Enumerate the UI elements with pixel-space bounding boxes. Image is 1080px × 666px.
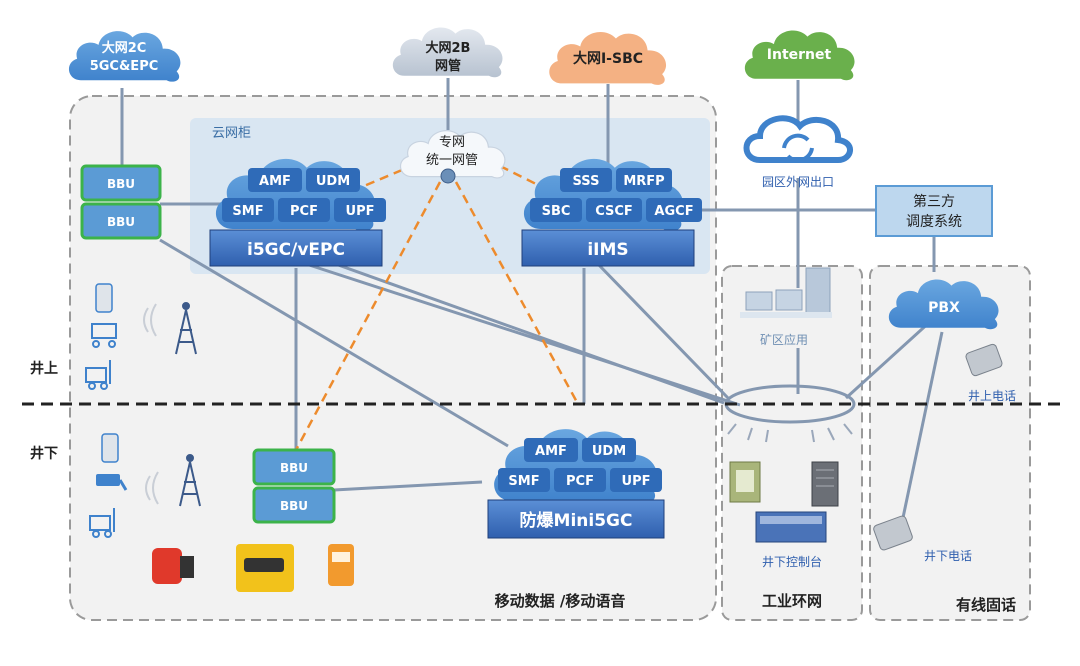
svg-text:PCF: PCF bbox=[290, 204, 318, 219]
svg-text:BBU: BBU bbox=[280, 461, 308, 475]
svg-text:大网2B: 大网2B bbox=[426, 40, 471, 56]
cloud-unified-nms: 专网 统一网管 bbox=[399, 130, 506, 184]
signal-wave-icon-below bbox=[145, 471, 159, 505]
mobile-zone-label: 移动数据 /移动语音 bbox=[495, 592, 626, 610]
forklift-icon bbox=[85, 360, 111, 390]
svg-text:SMF: SMF bbox=[508, 474, 539, 489]
router-icon bbox=[440, 168, 456, 184]
svg-text:UPF: UPF bbox=[622, 474, 651, 489]
svg-text:第三方: 第三方 bbox=[913, 193, 955, 210]
cloud-internet: Internet bbox=[744, 30, 855, 81]
svg-text:调度系统: 调度系统 bbox=[906, 214, 962, 230]
mine-app-server-icon: 矿区应用 bbox=[740, 267, 832, 347]
wired-zone-label: 有线固话 bbox=[956, 596, 1016, 614]
svg-text:矿区应用: 矿区应用 bbox=[760, 332, 808, 347]
svg-text:i5GC/vEPC: i5GC/vEPC bbox=[247, 240, 345, 260]
forklift-icon-below bbox=[89, 508, 115, 538]
svg-text:SBC: SBC bbox=[542, 204, 571, 219]
core-i5gc: AMF UDM SMF PCF UPF i5GC/vEPC bbox=[209, 158, 386, 267]
below-phone-icon: 井下电话 bbox=[873, 515, 972, 563]
rack-server-icon bbox=[811, 461, 839, 507]
svg-text:井下控制台: 井下控制台 bbox=[762, 554, 822, 569]
below-ground-label: 井下 bbox=[30, 445, 58, 462]
links bbox=[120, 78, 944, 533]
gas-detector-icon bbox=[152, 548, 194, 584]
core-mini5gc: AMF UDM SMF PCF UPF 防爆Mini5GC bbox=[487, 429, 665, 539]
mobile-phone-icon bbox=[95, 283, 113, 313]
svg-text:AMF: AMF bbox=[259, 174, 291, 189]
mobile-phone-icon-below bbox=[101, 433, 119, 463]
svg-text:UDM: UDM bbox=[592, 444, 626, 459]
svg-text:防爆Mini5GC: 防爆Mini5GC bbox=[520, 510, 633, 531]
cloud-pbx: PBX bbox=[888, 279, 999, 330]
svg-text:5GC&EPC: 5GC&EPC bbox=[90, 59, 159, 74]
svg-text:BBU: BBU bbox=[107, 177, 135, 191]
ring-zone-label: 工业环网 bbox=[762, 592, 822, 610]
cloud-i-sbc: 大网I-SBC bbox=[549, 31, 667, 85]
svg-text:大网I-SBC: 大网I-SBC bbox=[573, 50, 643, 67]
signal-wave-icon bbox=[143, 303, 157, 337]
dispatch-system: 第三方 调度系统 bbox=[875, 185, 993, 237]
svg-text:专网: 专网 bbox=[439, 135, 465, 150]
svg-text:PCF: PCF bbox=[566, 474, 594, 489]
svg-text:UDM: UDM bbox=[316, 174, 350, 189]
vr-headset-icon bbox=[236, 544, 294, 592]
svg-text:大网2C: 大网2C bbox=[102, 40, 147, 56]
svg-text:井下电话: 井下电话 bbox=[924, 549, 972, 563]
bbu-lower-2: BBU bbox=[252, 486, 336, 524]
svg-text:Internet: Internet bbox=[767, 47, 832, 63]
svg-text:SSS: SSS bbox=[573, 174, 600, 189]
svg-text:井上电话: 井上电话 bbox=[968, 389, 1016, 403]
antenna-tower-icon-below bbox=[179, 454, 201, 507]
svg-text:BBU: BBU bbox=[280, 499, 308, 513]
bbu-lower-1: BBU bbox=[252, 448, 336, 486]
ring-rays bbox=[727, 423, 853, 443]
control-cabinet-icon bbox=[729, 461, 761, 503]
above-ground-label: 井上 bbox=[30, 360, 58, 377]
locator-device-icon bbox=[328, 544, 354, 586]
mgmt-dashed-links bbox=[294, 164, 580, 451]
svg-text:网管: 网管 bbox=[435, 58, 461, 74]
cloud-net-2c: 大网2C 5GC&EPC bbox=[68, 31, 181, 82]
cabinet-label: 云网柜 bbox=[212, 126, 251, 141]
svg-text:AGCF: AGCF bbox=[654, 204, 693, 219]
above-phone-icon: 井上电话 bbox=[965, 343, 1016, 403]
cloud-net-2b: 大网2B 网管 bbox=[392, 27, 503, 78]
svg-text:UPF: UPF bbox=[346, 204, 375, 219]
underground-console-icon: 井下控制台 bbox=[755, 511, 827, 569]
svg-text:BBU: BBU bbox=[107, 215, 135, 229]
svg-text:AMF: AMF bbox=[535, 444, 567, 459]
svg-text:iIMS: iIMS bbox=[587, 240, 628, 260]
svg-text:统一网管: 统一网管 bbox=[426, 153, 478, 168]
svg-text:PBX: PBX bbox=[928, 300, 960, 316]
svg-text:MRFP: MRFP bbox=[623, 174, 664, 189]
park-exit-cloud-icon: 园区外网出口 bbox=[743, 115, 853, 189]
cart-icon bbox=[91, 323, 117, 348]
svg-text:SMF: SMF bbox=[232, 204, 263, 219]
core-iims: SSS MRFP SBC CSCF AGCF iIMS bbox=[521, 158, 702, 267]
svg-text:CSCF: CSCF bbox=[595, 204, 633, 219]
bbu-upper-2: BBU bbox=[80, 202, 162, 240]
svg-text:园区外网出口: 园区外网出口 bbox=[762, 175, 834, 189]
camera-icon bbox=[96, 474, 128, 491]
bbu-upper-1: BBU bbox=[80, 164, 162, 202]
antenna-tower-icon bbox=[175, 302, 197, 355]
